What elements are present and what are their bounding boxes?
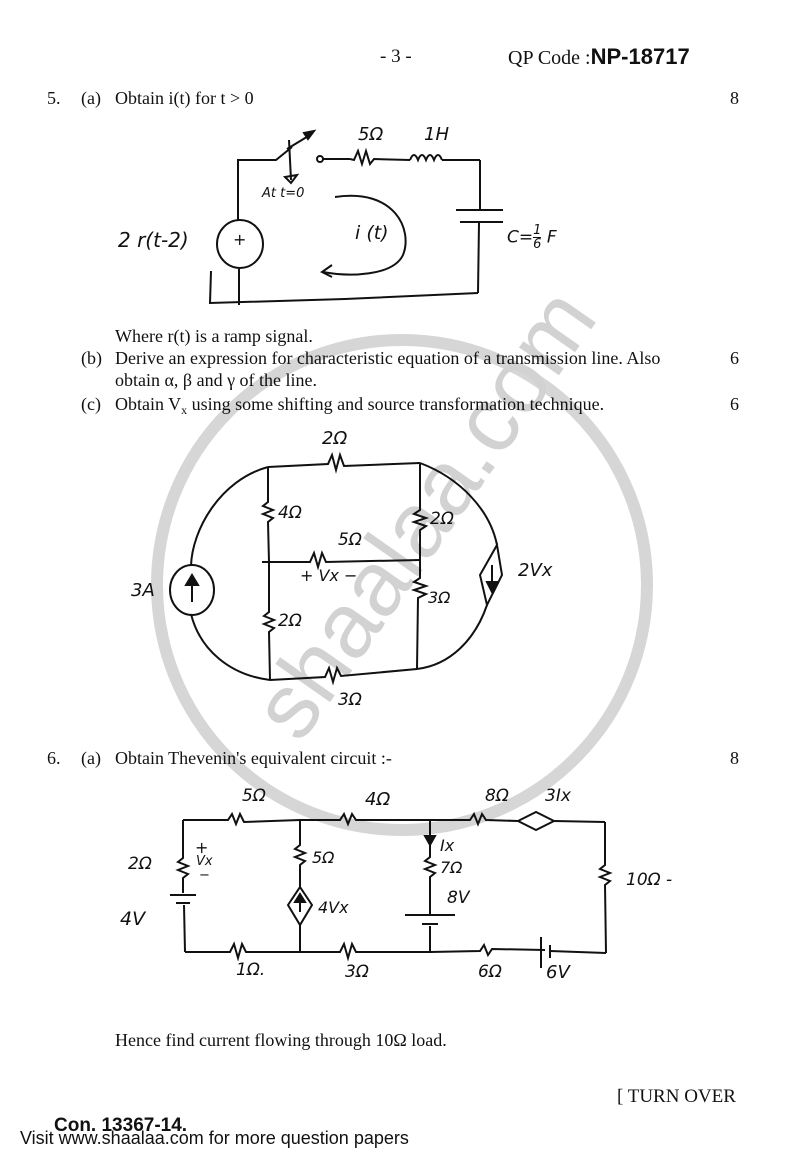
q5c-text-post: using some shifting and source transform…: [187, 394, 605, 414]
q5a-note: Where r(t) is a ramp signal.: [115, 326, 313, 346]
q5c-label: (c): [81, 394, 101, 414]
c2-bottom-resistor-label: 3Ω: [338, 690, 362, 710]
question-6-number: 6.: [47, 748, 61, 768]
c3-ix-label: Ix: [440, 836, 455, 855]
c2-dependent-source-label: 2Vx: [518, 560, 553, 581]
q5c-text: Obtain Vx using some shifting and source…: [115, 394, 604, 418]
c3-dep-isource-label: 4Vx: [318, 898, 349, 917]
c1-source-label: 2 r(t-2): [118, 228, 189, 252]
c1-inductor-label: 1H: [424, 124, 449, 145]
c1-resistor-label: 5Ω: [358, 124, 384, 145]
c3-vx-minus: −: [199, 868, 210, 883]
c3-mid-r-label: 5Ω: [312, 848, 335, 867]
c3-bottom-r2-label: 3Ω: [345, 962, 369, 982]
c3-top-r1-label: 5Ω: [242, 786, 266, 806]
q5b-text-line2: obtain α, β and γ of the line.: [115, 370, 317, 390]
q6a-marks: 8: [730, 748, 739, 768]
page-number: - 3 -: [380, 46, 412, 67]
c1-source-sign: +: [233, 230, 247, 249]
c3-dep-vsource-label: 3Ix: [545, 786, 571, 806]
visit-link[interactable]: Visit www.shaalaa.com for more question …: [20, 1128, 409, 1148]
qp-code: QP Code :NP-18717: [508, 44, 690, 70]
q5a-text: Obtain i(t) for t > 0: [115, 88, 254, 108]
c3-branch-r-label: 7Ω: [440, 858, 463, 877]
c3-vx-label: Vx: [196, 854, 213, 869]
c2-middle-resistor-label: 5Ω: [338, 530, 362, 550]
cap-prefix: C=: [507, 227, 534, 248]
cap-den: 6: [533, 237, 542, 252]
c3-bottom-r1-label: 1Ω.: [236, 960, 266, 980]
q5a-marks: 8: [730, 88, 739, 108]
qp-code-value: NP-18717: [590, 44, 690, 69]
c3-bottom-r3-label: 6Ω: [478, 962, 502, 982]
c2-right-upper-resistor-label: 2Ω: [430, 509, 454, 529]
turn-over: [ TURN OVER: [617, 1086, 736, 1107]
q6a-followup: Hence find current flowing through 10Ω l…: [115, 1030, 447, 1050]
c2-right-lower-resistor-label: 3Ω: [428, 588, 451, 607]
c3-vx-plus: +: [195, 838, 209, 857]
qp-code-label: QP Code :: [508, 47, 591, 69]
c1-switch-label: At t=0: [262, 186, 305, 201]
c3-top-r3-label: 8Ω: [485, 786, 509, 806]
cap-unit: F: [546, 227, 557, 248]
q6a-label: (a): [81, 748, 101, 768]
c3-left-battery-label: 4V: [120, 908, 146, 930]
q6a-text: Obtain Thevenin's equivalent circuit :-: [115, 748, 392, 768]
c2-left-lower-resistor-label: 2Ω: [278, 611, 302, 631]
question-5-number: 5.: [47, 88, 61, 108]
c2-current-source-label: 3A: [131, 580, 155, 601]
con-code: Con. 13367-14.: [54, 1115, 188, 1136]
q5c-marks: 6: [730, 394, 739, 414]
c3-bottom-battery-label: 6V: [546, 962, 570, 983]
c3-load-r-label: 10Ω -: [626, 870, 673, 890]
c1-loop-current: i (t): [355, 222, 389, 244]
cap-num: 1: [533, 223, 542, 238]
c3-top-r2-label: 4Ω: [365, 789, 391, 810]
q5a-label: (a): [81, 88, 101, 108]
q5b-marks: 6: [730, 348, 739, 368]
c3-left-r-label: 2Ω: [128, 854, 152, 874]
q5c-text-pre: Obtain V: [115, 394, 182, 414]
q5b-text-line1: Derive an expression for characteristic …: [115, 348, 661, 368]
q5c-text-sub: x: [181, 403, 188, 417]
c2-left-upper-resistor-label: 4Ω: [278, 503, 302, 523]
c2-vx-label: + Vx −: [300, 566, 358, 585]
c3-branch-battery-label: 8V: [447, 888, 470, 908]
c2-top-resistor-label: 2Ω: [322, 428, 348, 449]
q5b-label: (b): [81, 348, 102, 368]
watermark-circle: [151, 334, 653, 836]
